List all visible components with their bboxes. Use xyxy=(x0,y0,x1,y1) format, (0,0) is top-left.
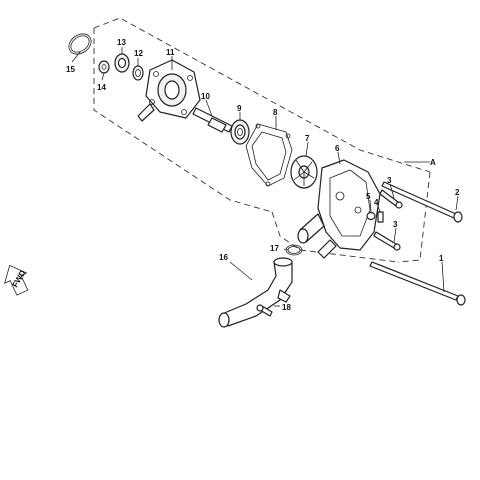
shaft-10 xyxy=(192,107,233,133)
callout-3-lower: 3 xyxy=(393,220,398,229)
fwd-arrow-icon: FWD xyxy=(4,264,29,296)
bolt-3-upper xyxy=(379,189,403,209)
callout-10: 10 xyxy=(201,92,210,101)
callout-12: 12 xyxy=(134,49,143,58)
callout-15: 15 xyxy=(66,65,75,74)
gasket-8 xyxy=(245,123,293,187)
callout-18: 18 xyxy=(282,303,291,312)
callout-13: 13 xyxy=(117,38,126,47)
impeller-7 xyxy=(290,155,318,189)
fwd-label: FWD xyxy=(11,268,28,288)
long-bolt-2 xyxy=(381,181,463,223)
washer-14 xyxy=(98,60,110,74)
assembly-outline xyxy=(93,17,431,263)
callout-7: 7 xyxy=(305,134,310,143)
callout-8: 8 xyxy=(273,108,278,117)
leader-lines xyxy=(71,47,459,307)
seal-12 xyxy=(132,65,144,81)
bearing-13 xyxy=(114,53,130,73)
callout-ref-a: A xyxy=(430,158,436,167)
callout-16: 16 xyxy=(219,253,228,262)
o-ring-15 xyxy=(68,33,92,55)
callout-11: 11 xyxy=(166,48,175,57)
coolant-pipe-16 xyxy=(218,257,293,328)
long-bolt-1 xyxy=(369,261,466,306)
pump-housing-6 xyxy=(297,159,381,259)
bolt-3-lower xyxy=(373,231,401,251)
callout-5: 5 xyxy=(366,192,371,201)
o-ring-17 xyxy=(285,244,303,256)
pump-cover-11 xyxy=(137,59,201,122)
callout-1: 1 xyxy=(439,254,444,263)
mechanical-seal-9 xyxy=(230,119,250,145)
callout-labels: 15 14 13 12 11 10 9 8 7 6 3 2 5 4 3 1 16… xyxy=(66,38,460,312)
callout-17: 17 xyxy=(270,244,279,253)
washer-5 xyxy=(366,211,376,221)
callout-14: 14 xyxy=(97,83,106,92)
callout-9: 9 xyxy=(237,104,242,113)
bolt-18 xyxy=(256,304,273,317)
callout-2: 2 xyxy=(455,188,460,197)
callout-4: 4 xyxy=(374,198,379,207)
callout-6: 6 xyxy=(335,144,340,153)
pin-4 xyxy=(377,211,384,223)
callout-3-upper: 3 xyxy=(387,176,392,185)
